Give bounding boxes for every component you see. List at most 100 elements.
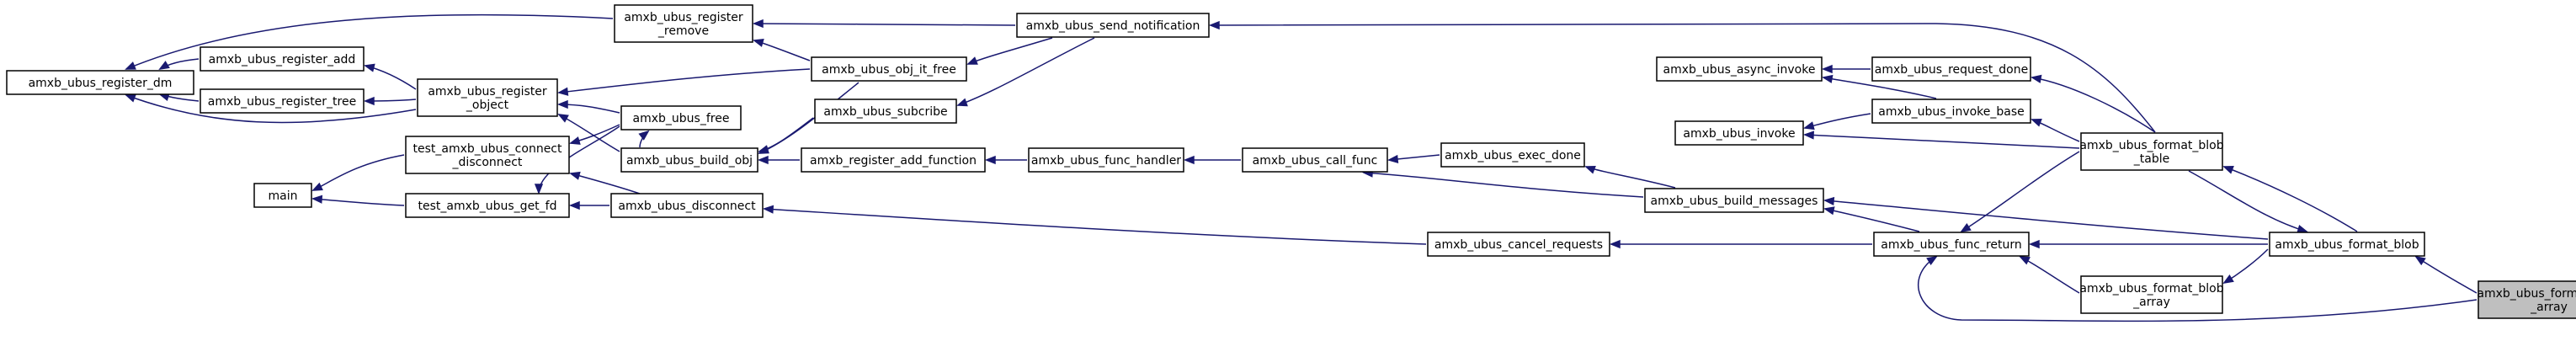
edge-register_remove-to-register_dm <box>125 13 614 70</box>
edge-register_object-to-register_dm <box>125 93 417 124</box>
node-label: main <box>269 189 298 203</box>
node-obj-it-free[interactable]: amxb_ubus_obj_it_free <box>811 56 967 82</box>
node-label: amxb_ubus_register_add <box>209 53 356 67</box>
node-label: _array <box>2132 296 2170 309</box>
node-format-blob-table[interactable]: amxb_ubus_format_blob_table <box>2079 132 2224 171</box>
edge-obj_it_free-to-register_remove <box>753 39 811 61</box>
edge-format_blob_table-to-format_blob <box>2188 170 2308 233</box>
edge-invoke_base-to-invoke <box>1803 113 1871 131</box>
node-free[interactable]: amxb_ubus_free <box>620 105 742 131</box>
node-send-notification[interactable]: amxb_ubus_send_notification <box>1016 13 1210 38</box>
node-label: amxb_ubus_exec_done <box>1445 149 1581 163</box>
node-label: amxb_register_add_function <box>810 154 977 168</box>
edge-format_blob-to-func_return <box>2028 239 2268 249</box>
edge-free-to-register_object <box>556 99 620 114</box>
edge-register_object-to-register_tree <box>363 96 417 106</box>
node-register-dm[interactable]: amxb_ubus_register_dm <box>6 70 194 95</box>
edge-invoke_base-to-async_invoke <box>1822 74 1937 99</box>
edge-build_messages-to-call_func <box>1361 168 1644 198</box>
node-label: amxb_ubus_format_blob <box>2275 238 2419 252</box>
node-register-add-function[interactable]: amxb_register_add_function <box>801 147 986 173</box>
node-register-object[interactable]: amxb_ubus_register_object <box>417 78 558 117</box>
edge-format_blob_table-to-invoke <box>1802 131 2080 149</box>
node-build-obj[interactable]: amxb_ubus_build_obj <box>620 147 758 173</box>
node-invoke[interactable]: amxb_ubus_invoke <box>1674 120 1804 146</box>
node-label: _disconnect <box>452 156 523 169</box>
node-label: amxb_ubus_format_blob <box>2477 287 2576 301</box>
edge-register_object-to-register_add <box>364 63 417 90</box>
node-label: amxb_ubus_build_obj <box>626 154 753 168</box>
node-test-get-fd[interactable]: test_amxb_ubus_get_fd <box>405 193 570 218</box>
edge-format_blob_table-to-invoke_base <box>2030 118 2080 142</box>
node-label: amxb_ubus_obj_it_free <box>822 63 956 77</box>
node-label: amxb_ubus_register_dm <box>29 77 173 90</box>
node-label: amxb_ubus_register <box>428 85 547 99</box>
edge-build_obj-to-register_object <box>557 114 620 152</box>
edge-format_blob_array-to-func_return <box>1918 255 2478 322</box>
edge-exec_done-to-call_func <box>1386 154 1440 164</box>
node-call-func[interactable]: amxb_ubus_call_func <box>1242 147 1388 173</box>
edge-test_connect-to-main <box>311 154 405 191</box>
edge-func_handler-to-register_add_function <box>984 155 1027 165</box>
edge-cancel_requests-to-disconnect <box>762 205 1427 245</box>
node-label: amxb_ubus_func_return <box>1881 238 2022 252</box>
node-test-connect[interactable]: test_amxb_ubus_connect_disconnect <box>405 136 570 174</box>
node-async-invoke[interactable]: amxb_ubus_async_invoke <box>1656 56 1823 82</box>
edge-format_blob_table-to-func_return <box>1960 151 2080 233</box>
node-label: amxb_ubus_subcribe <box>823 105 947 119</box>
edge-format_blob-to-build_messages <box>1823 196 2269 240</box>
node-format-blob-array-mid[interactable]: amxb_ubus_format_blob_array <box>2079 275 2224 314</box>
node-subcribe[interactable]: amxb_ubus_subcribe <box>814 99 957 124</box>
node-label: test_amxb_ubus_connect <box>412 142 562 156</box>
node-func-handler[interactable]: amxb_ubus_func_handler <box>1028 147 1184 173</box>
edge-format_blob_table-to-send_notification <box>1208 20 2156 133</box>
node-func-return[interactable]: amxb_ubus_func_return <box>1873 232 2030 257</box>
node-main[interactable]: main <box>253 183 312 208</box>
node-label: amxb_ubus_call_func <box>1253 154 1378 168</box>
node-build-messages[interactable]: amxb_ubus_build_messages <box>1644 188 1824 213</box>
edge-disconnect-to-test_get_fd <box>568 200 609 210</box>
nodes: amxb_ubus_register_dmamxb_ubus_register_… <box>6 4 2576 319</box>
node-exec-done[interactable]: amxb_ubus_exec_done <box>1440 142 1585 168</box>
edge-func_return-to-cancel_requests <box>1609 239 1872 249</box>
edge-register_add_function-to-build_obj <box>757 155 800 165</box>
edges <box>125 13 2478 322</box>
edge-build_messages-to-exec_done <box>1584 165 1676 189</box>
edge-format_blob-to-format_blob_table <box>2222 166 2358 232</box>
edge-free-to-test_connect <box>569 124 620 145</box>
edge-send_notification-to-subcribe <box>956 37 1095 107</box>
edge-format_blob-to-format_blob_array_mid <box>2222 248 2269 285</box>
node-label: amxb_ubus_async_invoke <box>1663 63 1816 77</box>
edge-send_notification-to-register_remove <box>752 19 1016 29</box>
node-request-done[interactable]: amxb_ubus_request_done <box>1871 56 2031 82</box>
edge-func_return-to-build_messages <box>1823 206 1920 232</box>
node-label: amxb_ubus_register_tree <box>208 95 356 109</box>
node-format-blob-array[interactable]: amxb_ubus_format_blob_array <box>2477 280 2576 319</box>
edge-obj_it_free-to-register_object <box>556 68 811 96</box>
edge-build_obj-to-free <box>638 130 650 148</box>
node-invoke-base[interactable]: amxb_ubus_invoke_base <box>1871 99 2031 124</box>
edge-send_notification-to-obj_it_free <box>966 37 1053 65</box>
edge-request_done-to-async_invoke <box>1821 64 1871 74</box>
node-format-blob[interactable]: amxb_ubus_format_blob <box>2269 232 2425 257</box>
node-label: _table <box>2133 152 2169 166</box>
node-label: amxb_ubus_disconnect <box>618 200 756 213</box>
node-cancel-requests[interactable]: amxb_ubus_cancel_requests <box>1427 232 1610 257</box>
node-label: amxb_ubus_register <box>624 11 743 24</box>
node-register-add[interactable]: amxb_ubus_register_add <box>200 46 365 72</box>
edge-format_blob_table-to-request_done <box>2030 74 2156 133</box>
node-disconnect[interactable]: amxb_ubus_disconnect <box>610 193 764 218</box>
node-label: amxb_ubus_free <box>633 112 730 125</box>
edge-format_blob_array_mid-to-func_return <box>2019 256 2080 294</box>
node-register-tree[interactable]: amxb_ubus_register_tree <box>200 88 365 114</box>
node-label: amxb_ubus_format_blob <box>2079 282 2223 296</box>
node-label: _array <box>2530 301 2568 314</box>
node-label: amxb_ubus_invoke <box>1683 127 1795 141</box>
node-register-remove[interactable]: amxb_ubus_register_remove <box>614 4 753 43</box>
node-label: amxb_ubus_format_blob <box>2079 139 2223 152</box>
edge-test_get_fd-to-main <box>311 194 405 206</box>
node-label: _object <box>466 99 509 112</box>
edge-format_blob_array-to-format_blob <box>2414 255 2478 294</box>
node-label: amxb_ubus_cancel_requests <box>1434 238 1603 252</box>
